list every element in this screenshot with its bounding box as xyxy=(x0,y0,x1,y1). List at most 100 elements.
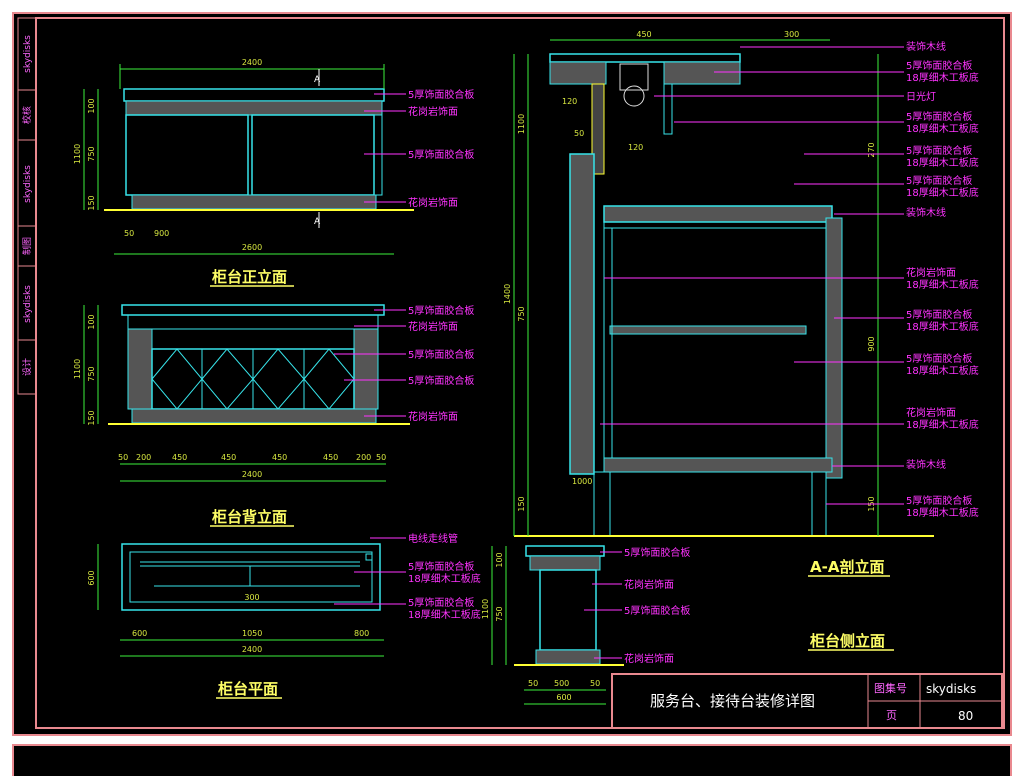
annotation-label: 5厚饰面胶合板 xyxy=(906,494,972,507)
front-dim-base: 50 xyxy=(124,229,134,238)
side-dim-bottom: 50 xyxy=(528,679,538,688)
annotation-label: 花岗岩饰面 xyxy=(624,652,674,665)
back-dim: 450 xyxy=(323,453,338,462)
annotation-label: 日光灯 xyxy=(906,90,936,103)
side-elevation: 1100 750 100 50 500 50 600 5厚饰面胶合板 花岗岩饰面… xyxy=(481,545,894,705)
section-dim-top: 300 xyxy=(784,30,799,39)
annotation-label: 5厚饰面胶合板 xyxy=(408,596,474,609)
section-dim-right: 270 xyxy=(867,142,876,157)
next-sheet-edge xyxy=(12,744,1012,776)
front-dim-top: 2400 xyxy=(242,58,262,67)
annotation-label: 电线走线管 xyxy=(408,532,458,545)
back-dim: 200 xyxy=(136,453,151,462)
section-dim-left: 1400 xyxy=(503,284,512,304)
page-label: 页 xyxy=(886,709,897,722)
annotation-label: 花岗岩饰面 xyxy=(408,410,458,423)
annotation-label: 花岗岩饰面 xyxy=(408,196,458,209)
section-title: A-A剖立面 xyxy=(810,558,884,576)
back-dim-left: 150 xyxy=(87,410,96,425)
annotation-label: 5厚饰面胶合板 xyxy=(408,148,474,161)
annotation-label: 5厚饰面胶合板 xyxy=(408,560,474,573)
annotation-label: 花岗岩饰面 xyxy=(408,320,458,333)
back-dim: 200 xyxy=(356,453,371,462)
annotation-label: 5厚饰面胶合板 xyxy=(906,352,972,365)
front-dim-left: 150 xyxy=(87,195,96,210)
side-dim-left: 750 xyxy=(495,606,504,621)
side-tab-strip: skydisks 校核 skydisks 制图 skydisks 设计 xyxy=(17,17,37,395)
section-dim-left: 150 xyxy=(517,496,526,511)
side-tab-label: 制图 xyxy=(21,237,33,255)
annotation-label: 18厚细木工板底 xyxy=(906,278,979,291)
annotation-label: 5厚饰面胶合板 xyxy=(906,308,972,321)
side-dim-left: 1100 xyxy=(481,599,490,619)
side-tab-label: skydisks xyxy=(23,165,33,203)
annotation-label: 5厚饰面胶合板 xyxy=(906,174,972,187)
back-dim: 450 xyxy=(272,453,287,462)
back-dim-total: 2400 xyxy=(242,470,262,479)
back-dim-left: 100 xyxy=(87,314,96,329)
annotation-label: 5厚饰面胶合板 xyxy=(906,110,972,123)
annotation-label: 装饰木线 xyxy=(906,40,946,53)
annotation-label: 18厚细木工板底 xyxy=(906,418,979,431)
annotation-label: 5厚饰面胶合板 xyxy=(906,144,972,157)
section-dim-right: 900 xyxy=(867,336,876,351)
side-dim-left: 100 xyxy=(495,552,504,567)
annotation-label: 5厚饰面胶合板 xyxy=(906,59,972,72)
section-dim-left: 750 xyxy=(517,306,526,321)
section-dim-left: 1100 xyxy=(517,114,526,134)
front-elevation: 2400 2600 1100 750 100 150 50 900 A A 5厚… xyxy=(73,58,474,287)
annotation-label: 18厚细木工板底 xyxy=(906,364,979,377)
plan-dim: 1050 xyxy=(242,629,262,638)
plan-dim: 800 xyxy=(354,629,369,638)
side-dim-bottom: 500 xyxy=(554,679,569,688)
section-marker: A xyxy=(314,217,321,227)
side-dim-total: 600 xyxy=(556,693,571,702)
cad-drawing: skydisks 校核 skydisks 制图 skydisks 设计 2400… xyxy=(17,17,1005,729)
section-dim-inner: 120 xyxy=(628,143,643,152)
annotation-label: 18厚细木工板底 xyxy=(906,156,979,169)
back-dim-left: 750 xyxy=(87,366,96,381)
section-dim-bottom: 1000 xyxy=(572,477,592,486)
counter-plan: 300 600 600 1050 800 2400 电线走线管 5厚饰面胶合板 … xyxy=(87,532,481,699)
annotation-label: 18厚细木工板底 xyxy=(906,506,979,519)
section-marker: A xyxy=(314,75,321,85)
annotation-label: 18厚细木工板底 xyxy=(906,122,979,135)
plan-dim-inner: 300 xyxy=(244,593,259,602)
annotation-label: 5厚饰面胶合板 xyxy=(624,546,690,559)
back-elevation-title: 柜台背立面 xyxy=(211,508,287,526)
side-tab-label: skydisks xyxy=(23,285,33,323)
title-block: 服务台、接待台装修详图 图集号 skydisks 页 80 xyxy=(611,673,1003,729)
annotation-label: 装饰木线 xyxy=(906,206,946,219)
annotation-label: 5厚饰面胶合板 xyxy=(408,374,474,387)
annotation-label: 18厚细木工板底 xyxy=(408,572,481,585)
annotation-label: 5厚饰面胶合板 xyxy=(408,88,474,101)
back-elevation: 50 200 450 450 450 450 200 50 2400 1100 … xyxy=(73,304,474,527)
section-dim-top: 450 xyxy=(636,30,651,39)
back-dim: 450 xyxy=(221,453,236,462)
back-dim: 50 xyxy=(376,453,386,462)
plan-dim-total: 2400 xyxy=(242,645,262,654)
annotation-label: 花岗岩饰面 xyxy=(624,578,674,591)
side-tab-label: 校核 xyxy=(21,106,33,124)
set-label: 图集号 xyxy=(874,681,907,695)
front-dim-bottom: 2600 xyxy=(242,243,262,252)
back-dim: 50 xyxy=(118,453,128,462)
annotation-label: 5厚饰面胶合板 xyxy=(624,604,690,617)
back-dim: 450 xyxy=(172,453,187,462)
section-a-a: 450 300 1400 1100 750 150 120 50 120 270… xyxy=(503,30,979,577)
drawing-title: 服务台、接待台装修详图 xyxy=(650,692,815,710)
annotation-label: 18厚细木工板底 xyxy=(906,320,979,333)
section-dim-inner: 120 xyxy=(562,97,577,106)
front-dim-left: 750 xyxy=(87,146,96,161)
annotation-label: 花岗岩饰面 xyxy=(906,406,956,419)
plan-dim: 600 xyxy=(132,629,147,638)
side-tab-label: 设计 xyxy=(21,358,33,376)
front-dim-base: 900 xyxy=(154,229,169,238)
annotation-label: 18厚细木工板底 xyxy=(408,608,481,621)
side-elevation-title: 柜台侧立面 xyxy=(809,632,885,650)
plan-title: 柜台平面 xyxy=(217,680,278,698)
drawing-sheet: skydisks 校核 skydisks 制图 skydisks 设计 2400… xyxy=(12,12,1012,736)
annotation-label: 5厚饰面胶合板 xyxy=(408,348,474,361)
back-dim-left: 1100 xyxy=(73,359,82,379)
annotation-label: 18厚细木工板底 xyxy=(906,71,979,84)
